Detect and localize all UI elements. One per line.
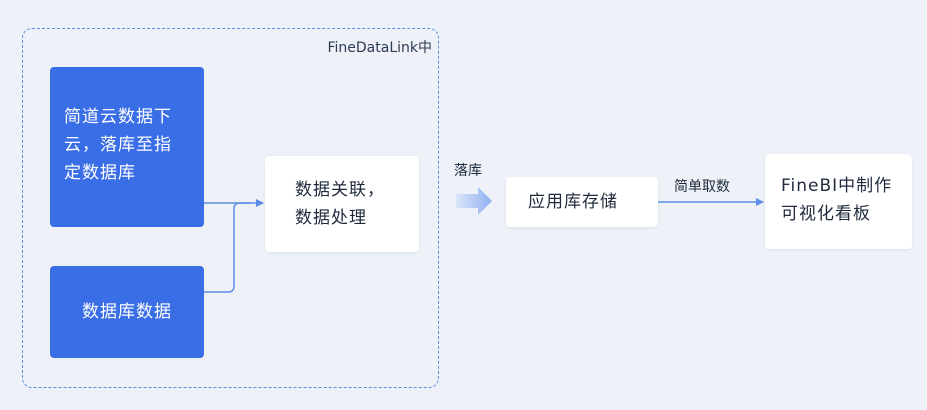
node-finebi-dashboard: FineBI中制作 可视化看板 <box>765 154 912 249</box>
node-cloud-line-1: 简道云数据下 <box>64 107 172 127</box>
node-cloud-line-3: 定数据库 <box>64 163 136 183</box>
edge-label-fetch: 简单取数 <box>674 179 730 195</box>
node-assoc-line-1: 数据关联， <box>295 180 385 200</box>
node-finebi-line-1: FineBI中制作 <box>781 176 893 196</box>
node-finebi-line-2: 可视化看板 <box>781 204 871 224</box>
node-app-storage: 应用库存储 <box>506 177 658 227</box>
node-storage-label: 应用库存储 <box>528 192 618 212</box>
node-cloud-line-2: 云，落库至指 <box>64 135 172 155</box>
fat-arrow-land <box>456 187 492 215</box>
edge-label-land: 落库 <box>454 163 482 179</box>
node-database-label: 数据库数据 <box>82 302 172 322</box>
node-cloud-data-sync: 简道云数据下 云，落库至指 定数据库 <box>50 67 204 227</box>
node-database-data: 数据库数据 <box>50 266 204 358</box>
node-data-association: 数据关联， 数据处理 <box>265 156 419 252</box>
connector-db-to-associate <box>204 202 250 293</box>
finedatalink-container: FineDataLink中 <box>22 28 439 388</box>
node-assoc-line-2: 数据处理 <box>295 208 367 228</box>
finedatalink-label: FineDataLink中 <box>327 40 432 56</box>
